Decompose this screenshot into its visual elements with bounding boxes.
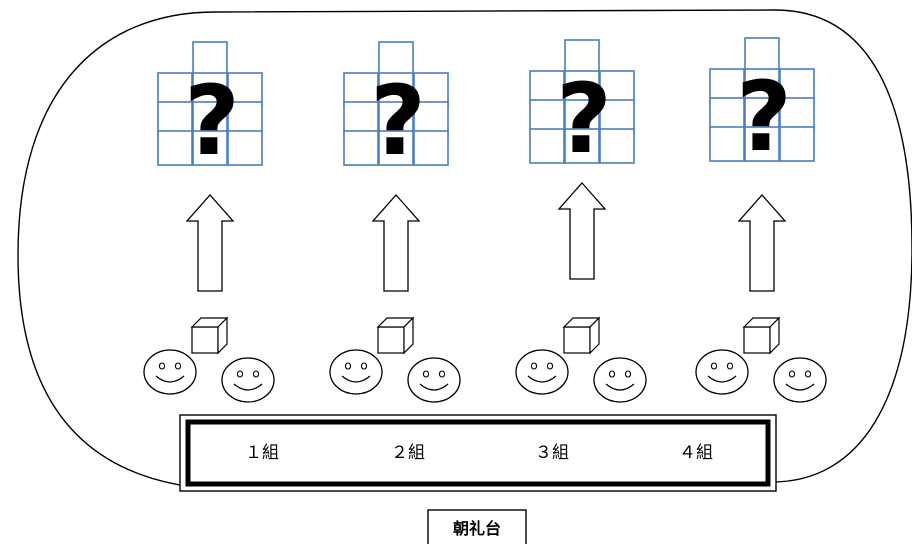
cube-icon <box>376 316 415 355</box>
question-mark: ? <box>184 65 240 177</box>
smiley-face-icon <box>143 349 197 395</box>
up-arrow-icon <box>557 182 607 280</box>
question-mark: ? <box>370 65 426 177</box>
tower-block <box>157 130 193 166</box>
assembly-platform-label: 朝礼台 <box>453 519 501 538</box>
tower-block <box>227 130 263 166</box>
block-tower <box>529 39 635 164</box>
tower-block <box>709 126 745 162</box>
groups-layer: ???? <box>143 37 827 403</box>
group-unit-1: ? <box>143 41 275 403</box>
smiley-face-icon <box>695 349 749 395</box>
smiley-face-icon <box>773 357 827 403</box>
cube-icon <box>190 316 229 355</box>
cube-icon <box>562 316 601 355</box>
smiley-face-icon <box>329 349 383 395</box>
tower-block <box>564 128 600 164</box>
tower-block <box>564 39 600 75</box>
tower-block <box>744 126 780 162</box>
smiley-face-icon <box>593 357 647 403</box>
smiley-face-icon <box>515 349 569 395</box>
block-tower <box>157 41 263 166</box>
group-label-4: ４組 <box>679 443 713 463</box>
group-label-3: ３組 <box>535 443 569 463</box>
group-unit-2: ? <box>329 41 461 403</box>
group-unit-4: ? <box>695 37 827 403</box>
tower-block <box>192 130 228 166</box>
tower-block <box>378 130 414 166</box>
up-arrow-icon <box>737 194 787 292</box>
up-arrow-icon <box>371 194 421 292</box>
tower-block <box>529 128 565 164</box>
block-tower <box>343 41 449 166</box>
group-label-2: ２組 <box>391 443 425 463</box>
block-tower <box>709 37 815 162</box>
tower-block <box>413 130 449 166</box>
group-unit-3: ? <box>515 39 647 403</box>
tower-block <box>343 130 379 166</box>
group-label-1: １組 <box>245 443 279 463</box>
cube-icon <box>742 316 781 355</box>
question-mark: ? <box>556 63 612 175</box>
group-label-bar: １組 ２組 ３組 ４組 <box>179 414 777 492</box>
tower-block <box>779 126 815 162</box>
tower-block <box>744 37 780 73</box>
tower-block <box>599 128 635 164</box>
question-mark: ? <box>736 61 792 173</box>
smiley-face-icon <box>221 357 275 403</box>
up-arrow-icon <box>185 194 235 292</box>
smiley-face-icon <box>407 357 461 403</box>
assembly-platform: 朝礼台 <box>427 509 527 544</box>
